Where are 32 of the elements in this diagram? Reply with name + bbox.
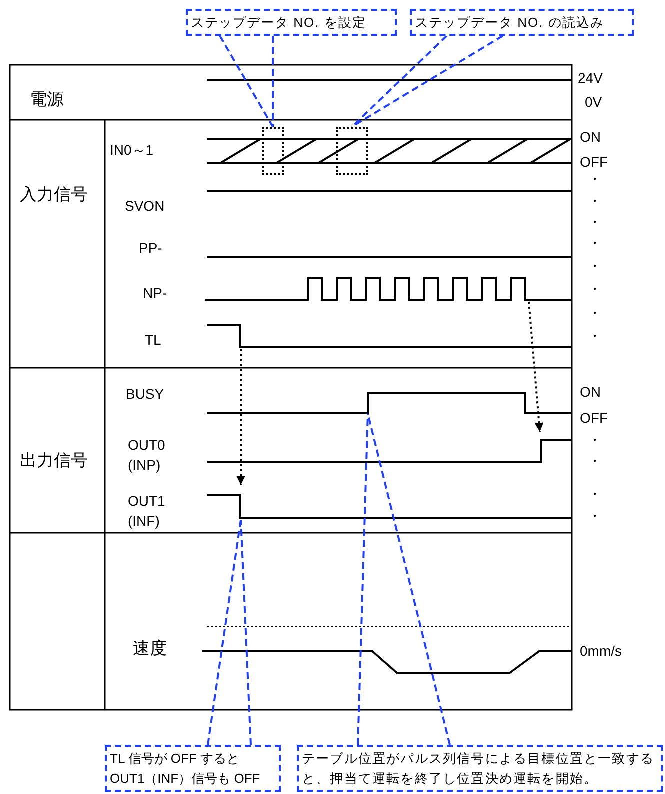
leader-line xyxy=(357,414,369,746)
callout-box: テーブル位置がパルス列信号による目標位置と一致すると、押当て運転を終了し位置決め運転を開始。 xyxy=(297,745,663,792)
level-label: 0V xyxy=(585,95,602,110)
level-label: OFF xyxy=(580,155,608,170)
section-label: 電源 xyxy=(30,91,64,110)
signal-label: BUSY xyxy=(126,387,164,402)
signal-label: TL xyxy=(145,333,162,348)
leader-line xyxy=(240,520,252,746)
level-label: OFF xyxy=(580,411,608,426)
signal-label: SVON xyxy=(125,199,165,214)
level-label: ON xyxy=(580,130,601,146)
callout-box: ステップデータ NO. を設定 xyxy=(186,9,397,36)
leader-line xyxy=(219,36,274,128)
callout-box: ステップデータ NO. の読込み xyxy=(410,9,634,36)
signal-label: 速度 xyxy=(133,640,167,659)
leader-line xyxy=(272,36,274,127)
signal-label: OUT1 (INF) xyxy=(128,492,166,531)
highlight-frame xyxy=(262,127,284,175)
callout-box: TL 信号が OFF するとOUT1（INF）信号も OFF xyxy=(105,745,281,792)
leader-line xyxy=(351,35,504,128)
signal-label: NP- xyxy=(143,286,168,302)
section-label: 入力信号 xyxy=(20,186,88,205)
signal-label: OUT0 (INP) xyxy=(128,436,166,475)
section-label: 出力信号 xyxy=(20,452,88,471)
highlight-frame xyxy=(336,127,368,175)
signal-label: PP- xyxy=(139,241,162,256)
signal-label: IN0～1 xyxy=(110,143,154,158)
unit-label: 0mm/s xyxy=(580,644,622,660)
level-label: 24V xyxy=(578,71,603,86)
level-label: ON xyxy=(580,385,601,400)
leader-line xyxy=(351,35,448,128)
leader-line xyxy=(207,520,242,746)
